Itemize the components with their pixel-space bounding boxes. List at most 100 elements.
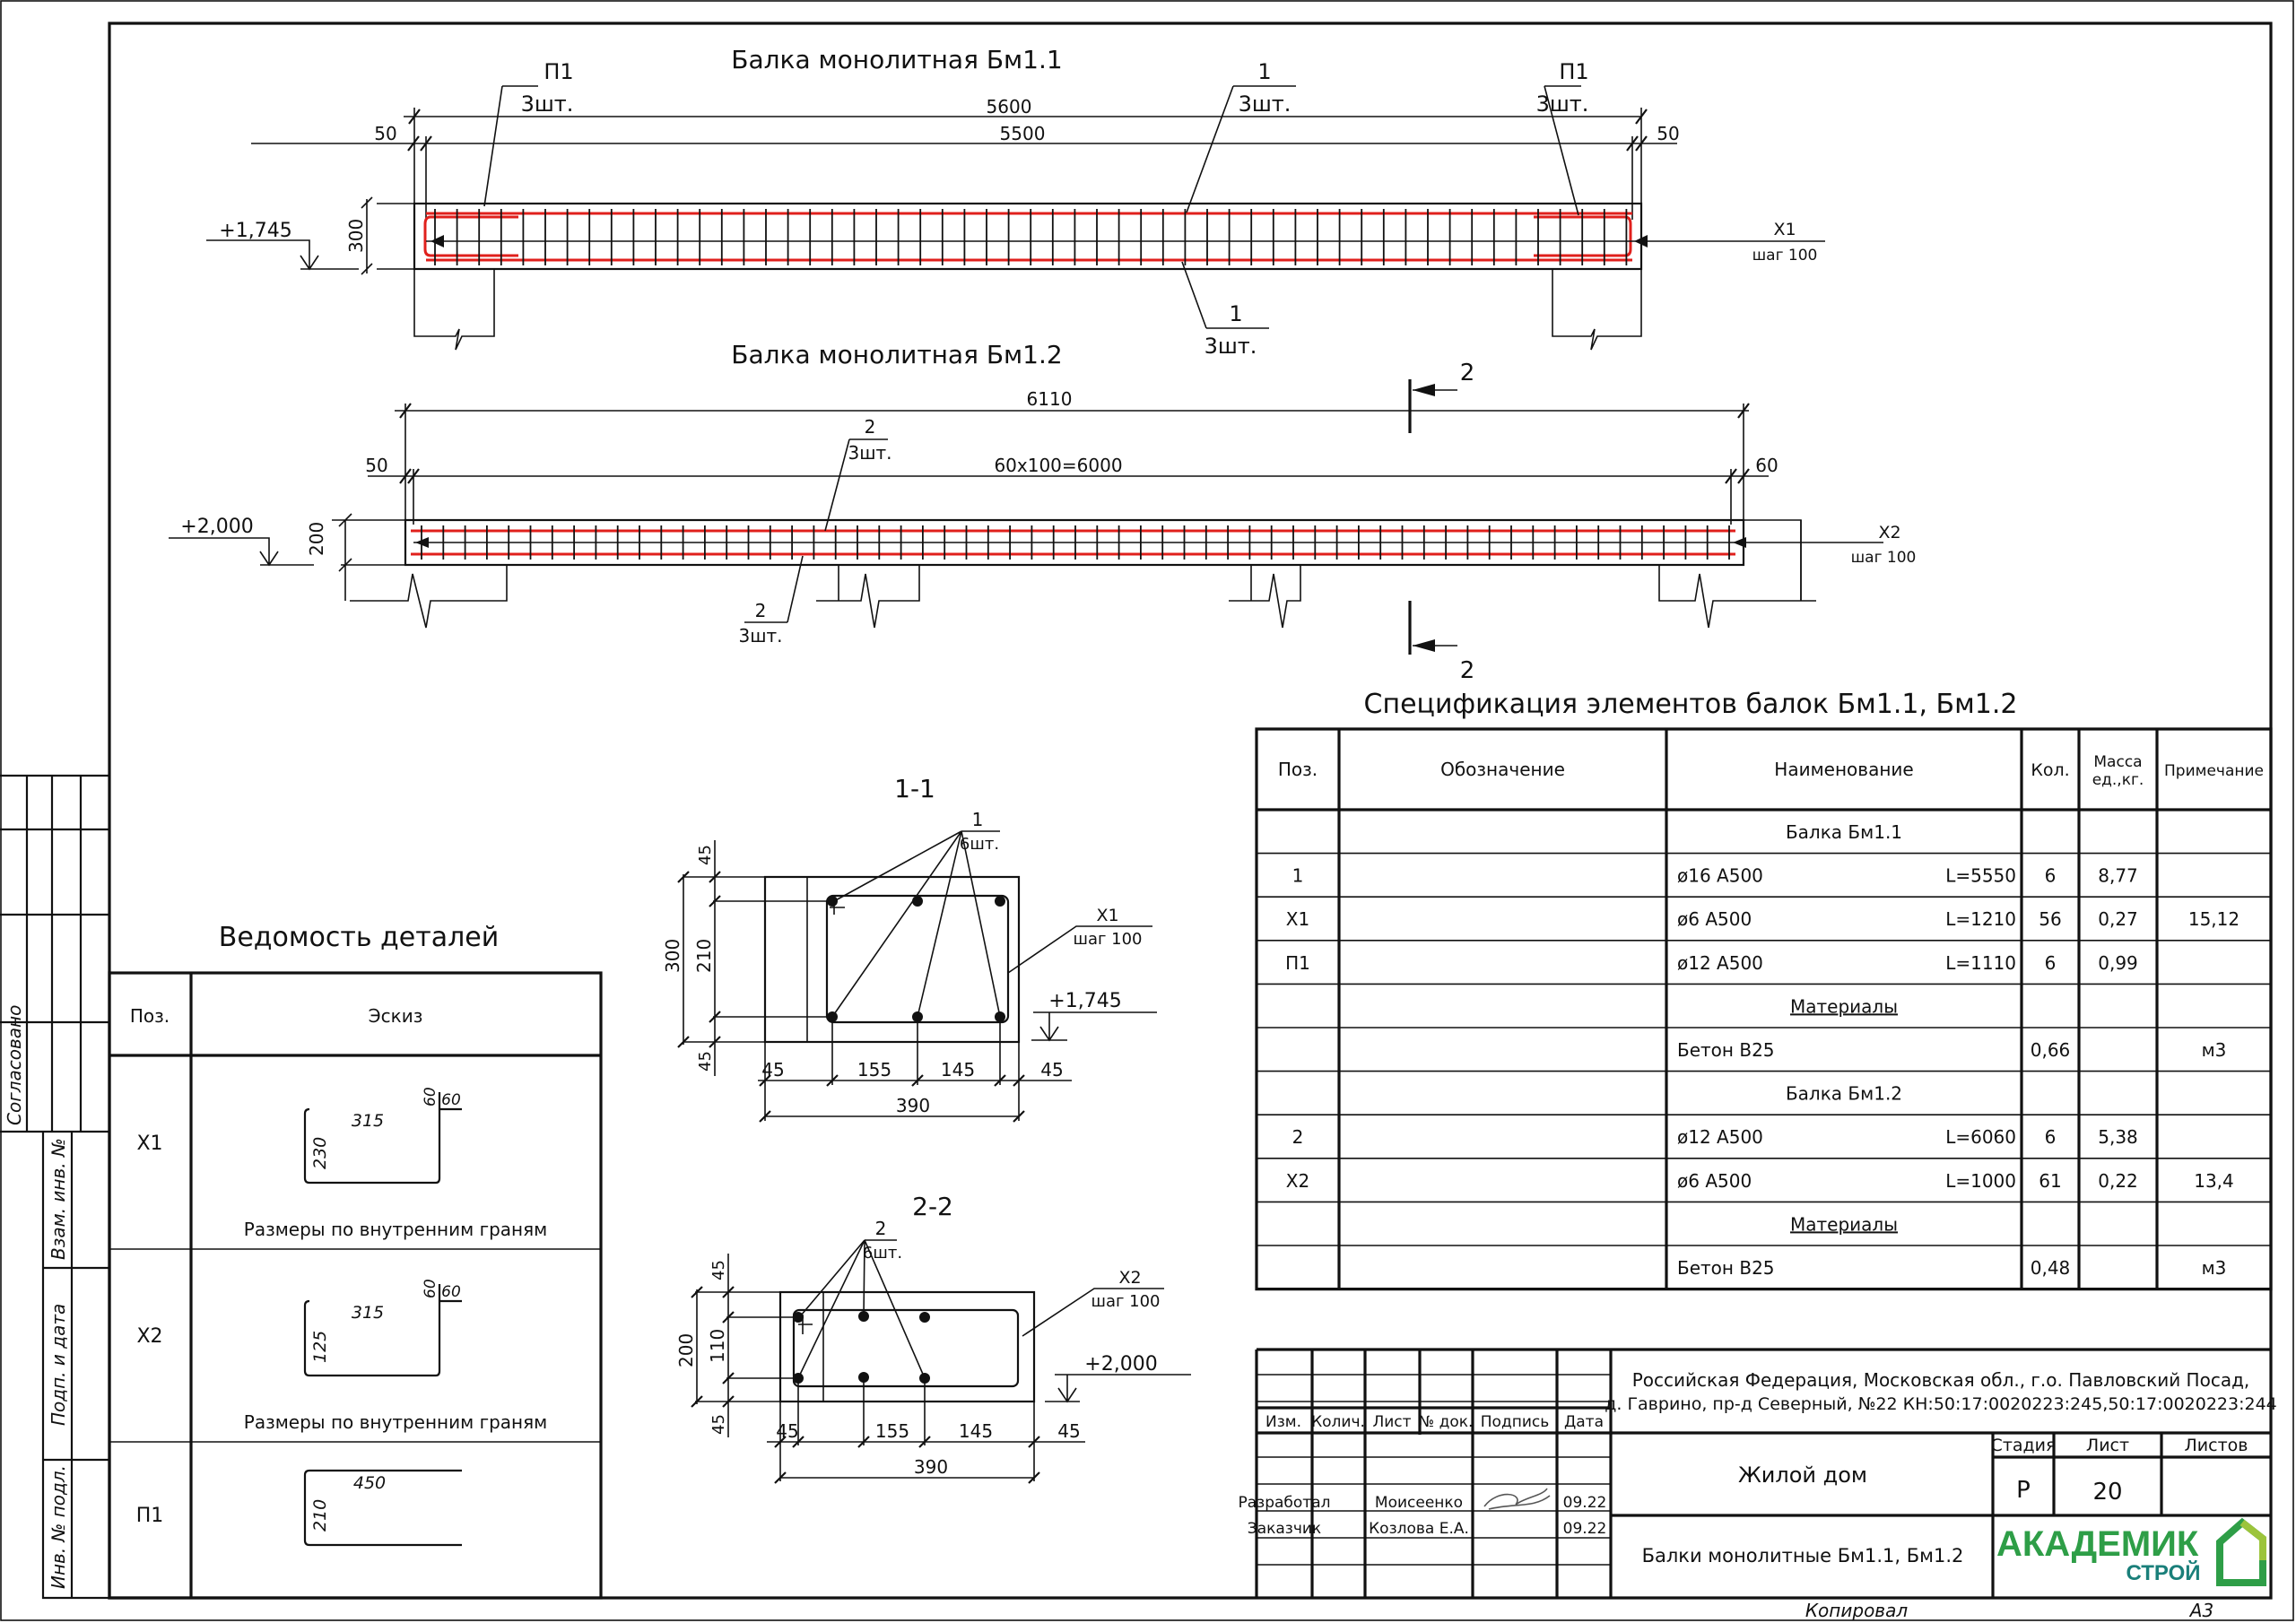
spec-cell-name: ø6 А500 <box>1677 1170 1752 1192</box>
signature <box>1483 1488 1551 1510</box>
spec-cell-qty: 0,48 <box>2031 1257 2071 1279</box>
section1-stirrup-step: шаг 100 <box>1073 930 1142 949</box>
spec-cell-pos: Х1 <box>1286 908 1309 930</box>
tb-customer-date: 09.22 <box>1563 1520 1607 1538</box>
beam1-callout-p1-right-qty: 3шт. <box>1536 91 1589 117</box>
spec-cell-qty: 56 <box>2039 908 2061 930</box>
spec-header-name: Наименование <box>1774 759 1913 780</box>
tb-header-izm: Изм. <box>1265 1413 1301 1431</box>
section1-w-part-4: 45 <box>1040 1059 1063 1081</box>
sign-date-label: Подп. и дата <box>48 1304 69 1426</box>
section1-stirrup-pos: Х1 <box>1096 906 1118 925</box>
section2-stirrup-pos: Х2 <box>1118 1268 1141 1288</box>
section-mark-bottom: 2 <box>1460 657 1475 684</box>
section1-title: 1-1 <box>894 774 935 803</box>
x1-sketch <box>303 1092 462 1185</box>
spec-group-title: Балка Бм1.2 <box>1786 1083 1902 1105</box>
section2-w-part-3: 145 <box>959 1420 993 1442</box>
beam1-callout-1-bottom-pos: 1 <box>1229 301 1242 326</box>
spec-cell-name: ø6 А500 <box>1677 908 1752 930</box>
spec-subgroup-title: Материалы <box>1790 995 1898 1017</box>
spec-cell-name: ø12 А500 <box>1677 1126 1763 1148</box>
spec-cell-pos: 1 <box>1292 865 1304 887</box>
spec-cell-name: Бетон В25 <box>1677 1039 1775 1061</box>
section2-w: 390 <box>914 1456 948 1478</box>
spec-cell-mass: 0,99 <box>2098 952 2138 974</box>
details-table: Ведомость деталей Поз. Эскиз Х1 315 230 … <box>108 922 603 1600</box>
spec-grid <box>1255 727 2273 1291</box>
p1-sketch <box>303 1469 462 1547</box>
tb-developed-label: Разработал <box>1239 1494 1331 1512</box>
section1-h-inner: 210 <box>693 939 715 973</box>
spec-cell-mass: 0,27 <box>2098 908 2138 930</box>
spec-cell-length: L=5550 <box>1945 865 2016 887</box>
spec-cell-note: м3 <box>2202 1039 2227 1061</box>
tb-header-doc: № док. <box>1419 1413 1474 1431</box>
beam2-callout-bottom-pos: 2 <box>755 600 767 621</box>
beam2-callout-top-qty: 3шт. <box>848 442 891 464</box>
details-p1-dim-width: 450 <box>353 1473 386 1493</box>
section2-stirrup-step: шаг 100 <box>1091 1292 1160 1311</box>
section2-h: 200 <box>675 1333 697 1367</box>
tb-developed-name: Моисеенко <box>1375 1494 1463 1512</box>
spec-cell-length: L=1210 <box>1945 908 2016 930</box>
section2-bars-pos: 2 <box>875 1218 887 1239</box>
spec-cell-note: 13,4 <box>2194 1170 2234 1192</box>
spec-cell-length: L=1110 <box>1945 952 2016 974</box>
tb-header-list: Лист <box>1372 1413 1411 1431</box>
beam2-title: Балка монолитная Бм1.2 <box>731 340 1062 369</box>
beam1-dim-inner: 5500 <box>1000 123 1046 144</box>
details-x1-dim-hook-v: 60 <box>422 1087 439 1107</box>
tb-object: Жилой дом <box>1738 1462 1867 1488</box>
beam1-level: +1,745 <box>219 220 291 242</box>
details-row-x2-pos: Х2 <box>136 1325 162 1348</box>
section2-w-part-4: 45 <box>1057 1420 1080 1442</box>
tb-header-sign: Подпись <box>1481 1413 1549 1431</box>
beam1-callout-p1-left-qty: 3шт. <box>521 91 574 117</box>
side-stamp: Согласовано Взам. инв. № Подп. и дата Ин… <box>0 774 109 1600</box>
details-x1-dim-width: 315 <box>352 1111 384 1131</box>
spec-header-qty: Кол. <box>2031 760 2069 780</box>
beam2-stirrup-step: шаг 100 <box>1851 549 1917 567</box>
tb-header-date: Дата <box>1564 1413 1604 1431</box>
beam2-dim-right: 60 <box>1755 455 1778 476</box>
tb-developed-date: 09.22 <box>1563 1494 1607 1512</box>
section1-w-part-2: 155 <box>857 1059 891 1081</box>
beam1-stirrup-step: шаг 100 <box>1752 247 1818 265</box>
spec-cell-note: м3 <box>2202 1257 2227 1279</box>
section1-level: +1,745 <box>1048 990 1121 1012</box>
spec-cell-mass: 0,22 <box>2098 1170 2138 1192</box>
inv-orig-label: Инв. № подл. <box>48 1465 69 1589</box>
section2-level: +2,000 <box>1084 1353 1157 1376</box>
beam2-dim-inner: 60х100=6000 <box>994 455 1122 476</box>
beam1-callout-1-top-qty: 3шт. <box>1239 91 1292 117</box>
beam2-dim-left: 50 <box>365 455 387 476</box>
section2-cover-bottom: 45 <box>709 1414 728 1435</box>
logo-sub-text: СТРОЙ <box>2126 1560 2200 1585</box>
beam1-stirrups <box>434 209 1628 265</box>
section2-cover-top: 45 <box>709 1260 728 1280</box>
tb-sheet-label: Лист <box>2086 1436 2129 1455</box>
section2-w-part-1: 45 <box>776 1420 798 1442</box>
spec-title: Спецификация элементов балок Бм1.1, Бм1.… <box>1364 689 2018 720</box>
section-mark-top: 2 <box>1460 360 1475 386</box>
section1-w: 390 <box>896 1095 930 1116</box>
beam-bm1-2: Балка монолитная Бм1.2 6110 60х100=6000 … <box>169 340 1916 684</box>
spec-subgroup-title: Материалы <box>1790 1213 1898 1235</box>
beam1-stirrup-pos: Х1 <box>1773 220 1796 239</box>
spec-cell-pos: 2 <box>1292 1126 1304 1148</box>
details-x1-dim-hook-h: 60 <box>441 1091 461 1109</box>
x2-sketch <box>303 1284 462 1377</box>
section1-h: 300 <box>662 939 683 973</box>
tb-customer-label: Заказчик <box>1248 1520 1321 1538</box>
beam1-height: 300 <box>345 219 367 253</box>
tb-address-1: Российская Федерация, Московская обл., г… <box>1632 1369 2250 1391</box>
details-x2-dim-width: 315 <box>352 1303 384 1323</box>
beam1-title: Балка монолитная Бм1.1 <box>731 45 1062 74</box>
details-row-p1-pos: П1 <box>136 1505 164 1527</box>
spec-header-designation: Обозначение <box>1440 759 1565 780</box>
beam1-callout-p1-right-pos: П1 <box>1559 59 1588 84</box>
spec-cell-qty: 6 <box>2045 1126 2057 1148</box>
section2-title: 2-2 <box>912 1192 953 1221</box>
